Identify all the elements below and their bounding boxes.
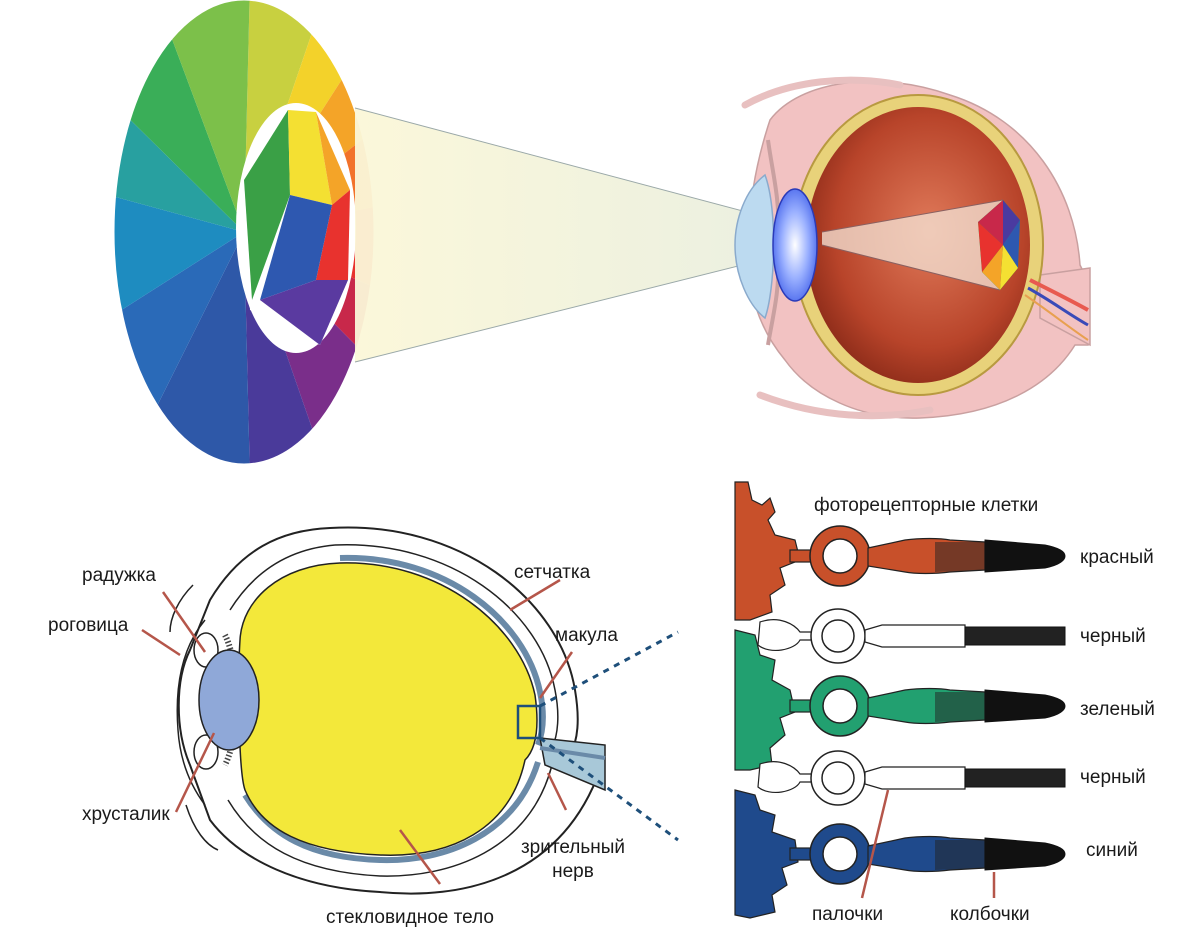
label-row-green: зеленый [1080, 699, 1155, 720]
label-cones: колбочки [950, 904, 1030, 925]
rod-cell-2 [757, 750, 1066, 806]
label-row-black-2: черный [1080, 767, 1146, 788]
red-cone-cell [734, 481, 986, 621]
lens-shape [198, 649, 260, 751]
macula-box [516, 704, 542, 740]
label-lens: хрусталик [82, 804, 170, 825]
eye-schematic [141, 526, 679, 895]
label-row-black-1: черный [1080, 626, 1146, 647]
label-iris: радужка [82, 565, 156, 586]
rod-cell-1 [757, 608, 1066, 664]
label-cornea: роговица [48, 615, 129, 636]
cone-outer-red [984, 539, 1066, 573]
eye-cross-section [734, 76, 1091, 420]
blue-cone-cell [734, 789, 1066, 919]
label-retina: сетчатка [514, 562, 591, 583]
photoreceptor-cells [734, 481, 1066, 919]
label-row-red: красный [1080, 547, 1154, 568]
label-rods: палочки [812, 904, 884, 925]
label-optic-nerve-line2: нерв [552, 860, 594, 882]
label-vitreous: стекловидное тело [326, 907, 494, 928]
label-macula: макула [555, 625, 618, 646]
green-cone-cell [734, 629, 1066, 771]
label-row-blue: синий [1086, 840, 1138, 861]
label-optic-nerve: зрительный нерв [508, 836, 638, 884]
light-beam [355, 108, 822, 362]
label-photoreceptors-title: фоторецепторные клетки [814, 495, 1039, 516]
label-optic-nerve-line1: зрительный [520, 837, 626, 858]
